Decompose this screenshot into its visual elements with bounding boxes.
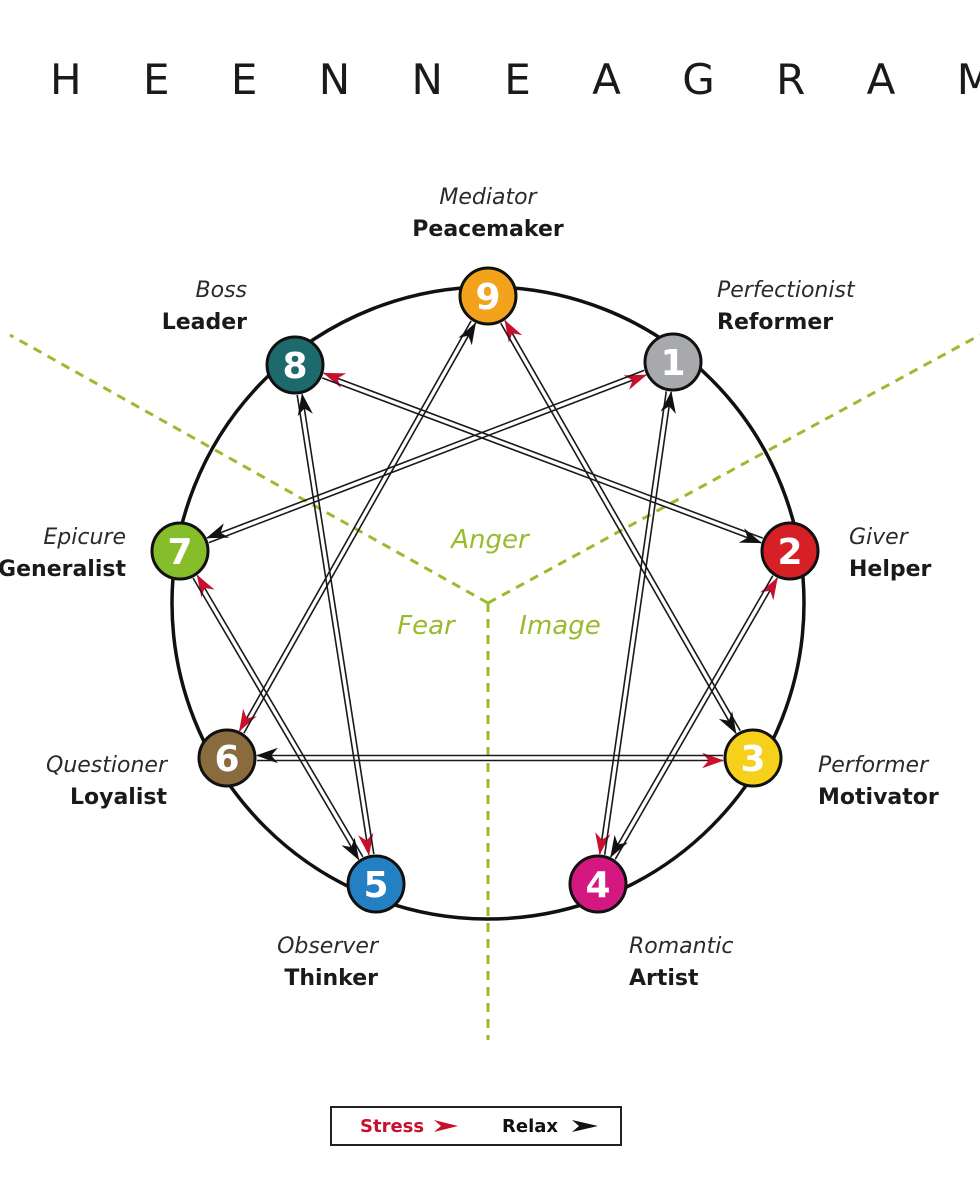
type-alias-6: Questioner [46, 753, 169, 778]
type-name-5: Thinker [284, 966, 378, 991]
legend-relax-arrow [572, 1120, 598, 1132]
type-node-4[interactable]: 4 [568, 854, 628, 914]
center-label-anger: Anger [449, 525, 531, 555]
type-number-6: 6 [214, 739, 239, 780]
type-name-1: Reformer [717, 310, 833, 335]
type-node-9[interactable]: 9 [458, 266, 518, 326]
type-number-8: 8 [282, 346, 307, 387]
type-circle-5 [346, 854, 406, 914]
type-alias-1: Perfectionist [717, 278, 856, 303]
type-number-7: 7 [167, 532, 192, 573]
arrow-relax-4-to-1 [603, 391, 676, 855]
type-name-6: Loyalist [70, 785, 167, 810]
type-circle-2 [760, 521, 820, 581]
type-node-2[interactable]: 2 [760, 521, 820, 581]
arrow-stress-7-to-1 [208, 374, 647, 544]
type-labels: Mediator Peacemaker Perfectionist Reform… [0, 185, 939, 991]
arrow-relax-5-to-8 [297, 393, 375, 855]
center-label-image: Image [519, 611, 600, 641]
type-name-2: Helper [849, 557, 932, 582]
arrow-relax-8-to-2 [321, 377, 763, 544]
type-node-8[interactable]: 8 [265, 335, 325, 395]
divider-right [487, 333, 980, 605]
type-node-6[interactable]: 6 [197, 728, 257, 788]
type-number-3: 3 [740, 739, 765, 780]
type-node-7[interactable]: 7 [150, 521, 210, 581]
type-node-3[interactable]: 3 [723, 728, 783, 788]
type-name-7: Generalist [0, 557, 126, 582]
type-number-2: 2 [777, 532, 802, 573]
type-alias-5: Observer [277, 934, 380, 959]
arrow-relax-7-to-5 [192, 577, 360, 861]
type-name-3: Motivator [818, 785, 939, 810]
type-number-4: 4 [585, 865, 610, 906]
type-circle-7 [150, 521, 210, 581]
legend: Stress Relax [330, 1106, 622, 1146]
legend-stress-label: Stress [360, 1116, 424, 1137]
center-label-fear: Fear [397, 611, 457, 641]
center-dividers [9, 333, 980, 1040]
arrow-stress-2-to-8 [322, 372, 764, 539]
type-number-9: 9 [475, 277, 500, 318]
arrow-relax-1-to-7 [206, 369, 645, 539]
type-alias-7: Epicure [43, 525, 126, 550]
type-alias-3: Performer [818, 753, 930, 778]
type-alias-2: Giver [849, 525, 910, 550]
type-number-5: 5 [363, 865, 388, 906]
divider-left [9, 333, 489, 605]
arrow-stress-8-to-5 [296, 394, 374, 856]
legend-stress-arrow [434, 1120, 458, 1132]
type-circle-8 [265, 335, 325, 395]
type-circle-9 [458, 266, 518, 326]
arrow-stress-4-to-2 [614, 577, 778, 860]
type-name-8: Leader [162, 310, 247, 335]
arrow-stress-9-to-6 [238, 320, 472, 732]
arrow-stress-1-to-4 [595, 391, 668, 855]
arrow-relax-6-to-9 [243, 322, 477, 734]
type-circle-4 [568, 854, 628, 914]
arrow-stress-3-to-9 [504, 319, 741, 732]
type-name-4: Artist [629, 966, 699, 991]
type-number-1: 1 [660, 343, 685, 384]
type-node-1[interactable]: 1 [643, 332, 703, 392]
arrows-layer [192, 319, 778, 861]
type-circle-3 [723, 728, 783, 788]
type-circle-1 [643, 332, 703, 392]
type-circle-6 [197, 728, 257, 788]
arrow-stress-5-to-7 [196, 574, 364, 858]
arrow-relax-2-to-4 [610, 575, 774, 858]
type-alias-4: Romantic [629, 934, 733, 959]
nodes-layer: 9 1 2 3 4 5 6 7 [150, 266, 820, 914]
arrow-relax-9-to-3 [500, 322, 737, 735]
type-name-9: Peacemaker [412, 217, 564, 242]
type-alias-9: Mediator [439, 185, 538, 210]
type-node-5[interactable]: 5 [346, 854, 406, 914]
legend-box [330, 1106, 622, 1146]
type-alias-8: Boss [196, 278, 247, 303]
legend-relax-label: Relax [502, 1116, 558, 1137]
page-title: T H E E N N E A G R A M [0, 55, 980, 104]
